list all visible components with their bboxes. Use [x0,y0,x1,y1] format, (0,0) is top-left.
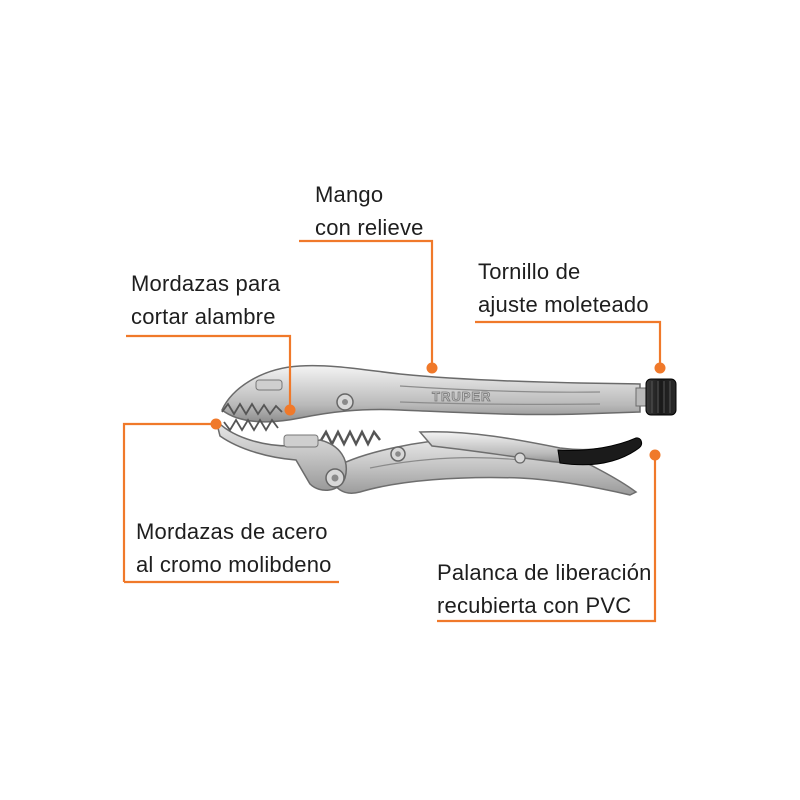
leader-corte [126,334,292,410]
leader-acero [122,422,216,582]
callout-mango: Mango con relieve [315,178,424,244]
callout-tornillo-line1: Tornillo de [478,259,581,284]
callout-palanca-line1: Palanca de liberación [437,560,652,585]
brand-engraving: TRUPER [432,389,491,404]
jaw-teeth [221,379,283,432]
callout-acero: Mordazas de acero al cromo molibdeno [136,515,332,581]
callout-mango-line2: con relieve [315,215,424,240]
leader-mango [299,239,434,368]
anchor-dot-corte [284,404,296,416]
callout-corte: Mordazas para cortar alambre [131,267,280,333]
leader-tornillo [475,320,662,368]
callout-tornillo-line2: ajuste moleteado [478,292,649,317]
upper-handle: TRUPER [221,364,641,464]
anchor-dot-palanca [649,449,661,461]
callout-mango-line1: Mango [315,182,384,207]
callout-corte-line2: cortar alambre [131,304,276,329]
lower-jaw [215,419,347,491]
anchor-dot-tornillo [654,362,666,374]
callout-tornillo: Tornillo de ajuste moleteado [478,255,649,321]
callout-corte-line1: Mordazas para [131,271,281,296]
spring [318,429,381,447]
anchor-dot-mango [426,362,438,374]
adjusting-screw [635,378,677,416]
callout-acero-line1: Mordazas de acero [136,519,328,544]
callout-palanca-line2: recubierta con PVC [437,593,632,618]
anchor-dots [210,362,666,461]
anchor-dot-acero [210,418,222,430]
callout-palanca: Palanca de liberación recubierta con PVC [437,556,652,622]
leader-palanca [437,455,657,623]
callout-acero-line2: al cromo molibdeno [136,552,332,577]
leader-lines [122,239,662,623]
